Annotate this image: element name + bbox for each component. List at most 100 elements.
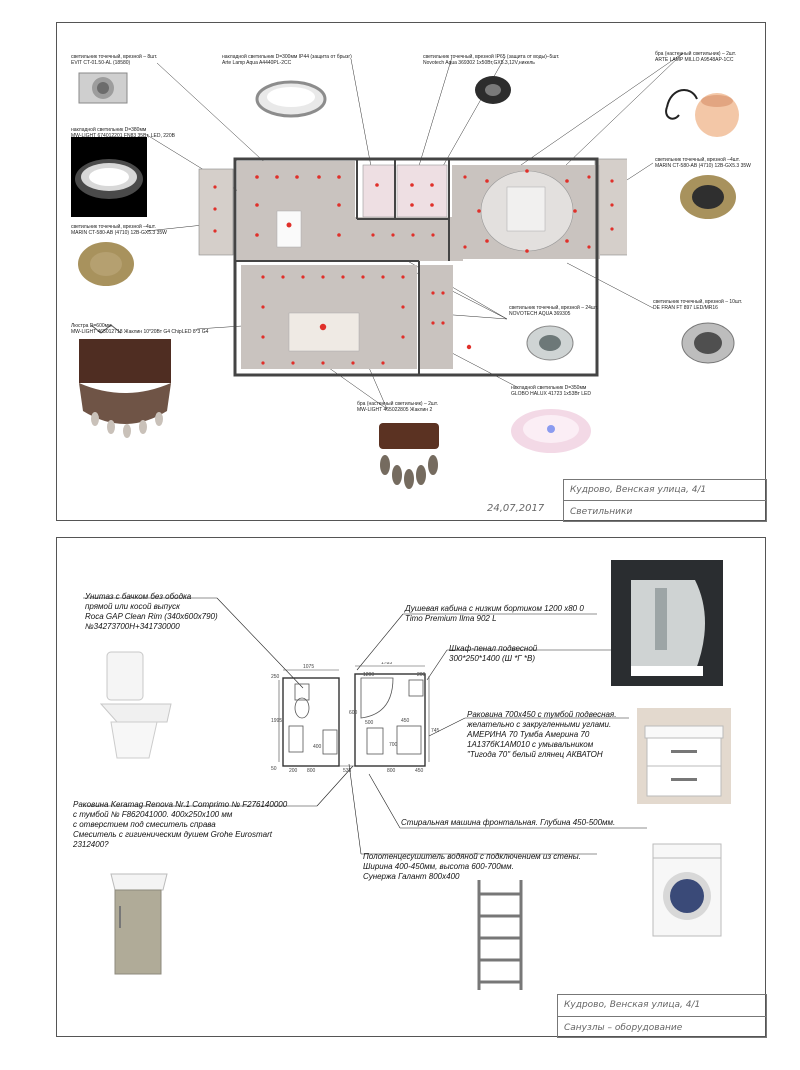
- dim-text: 450: [415, 768, 424, 772]
- caption-line: Novotech Aqua 369302 1х50Вт,GX5.3,12V,ни…: [423, 60, 535, 66]
- caption-line: светильник точечный, врезной – 8шт.: [71, 54, 158, 60]
- marin-spot-left-photo: [78, 242, 134, 286]
- globo-halux-photo: [511, 409, 591, 453]
- dim-text: 500: [365, 720, 374, 726]
- mw-light-380-photo: [71, 137, 147, 217]
- dim-text: 745: [431, 728, 440, 734]
- note-line: Стиральная машина фронтальная. Глубина 4…: [401, 818, 616, 827]
- caption-line: DE FRAN FT 897 LED/MR16: [653, 305, 718, 311]
- caption-novotech-24: светильник точечный, врезной – 24шт. NOV…: [509, 305, 598, 317]
- dim-text: 1075: [303, 664, 314, 670]
- note-line: Шкаф-пенал подвесной: [449, 644, 538, 653]
- note-line: Полотенцесушитель водяной с подключением…: [363, 852, 581, 861]
- note-vanity-sink: Раковина 700х450 с тумбой подвесная. жел…: [467, 710, 616, 760]
- note-towel-dryer: Полотенцесушитель водяной с подключением…: [363, 852, 581, 882]
- note-line: 2312400?: [73, 840, 109, 849]
- towel-dryer-photo: [477, 880, 523, 990]
- stamp-title: Светильники: [570, 507, 633, 517]
- note-cabinet: Шкаф-пенал подвесной 300*250*1400 (Ш *Г …: [449, 644, 537, 664]
- caption-line: EVIT CT-01.50-AL (18580): [71, 60, 131, 66]
- bathroom-plan: 1075 1785 1200 250 1995 50 600 200 500 4…: [271, 662, 440, 772]
- caption-mw-sconce: бра (настенный светильник) – 2шт. MW-LIG…: [357, 401, 438, 413]
- novotech-aqua-24-photo: [526, 325, 574, 361]
- caption-line: GLOBO HALUX 41723 1х53Вт LED: [511, 391, 591, 397]
- note-line: Душевая кабина с низким бортиком 1200 х8…: [405, 604, 584, 613]
- novotech-ip65-photo: [475, 76, 511, 104]
- note-line: Раковина Keramag Renova Nr.1 Comprimo № …: [73, 800, 288, 809]
- caption-line: MARIN CT-580-AB (4710) 12В-GX5.3 35W: [655, 163, 751, 169]
- chandelier-photo: [79, 324, 171, 438]
- washing-machine-photo: [652, 843, 722, 937]
- leader-lines-2: [83, 597, 647, 855]
- caption-mw-380: накладной светильник D=380мм MW-LIGHT 67…: [71, 127, 175, 139]
- note-line: желательно с закругленными углами.: [467, 720, 612, 729]
- note-line: Смеситель с гигиеническим душем Grohe Eu…: [73, 830, 272, 839]
- light-points: [213, 169, 614, 365]
- caption-marin-left: светильник точечный, врезной –4шт. MARIN…: [71, 224, 167, 236]
- stamp-address: Кудрово, Венская улица, 4/1: [558, 995, 766, 1017]
- floor-plan: [198, 157, 627, 377]
- note-line: Timo Premium Ilma 902 L: [405, 614, 497, 623]
- caption-novotech-ip65: светильник точечный, врезной IP65 (защит…: [423, 54, 559, 66]
- dim-text: 1995: [271, 718, 282, 724]
- caption-line: MW-LIGHT 674012201 FN83 35Вт, LED, 220В: [71, 133, 175, 139]
- arte-aqua-ceiling-photo: [255, 80, 327, 118]
- dim-text: 700: [389, 742, 398, 748]
- caption-line: светильник точечный, врезной –4шт.: [655, 157, 740, 163]
- dim-text: 535: [343, 768, 352, 772]
- mw-light-sconce-photo: [379, 423, 439, 489]
- stamp-address: Кудрово, Венская улица, 4/1: [564, 480, 766, 501]
- marin-spot-right-photo: [680, 175, 736, 219]
- caption-line: MARIN CT-580-AB (4710) 12В-GX5.3 35W: [71, 230, 167, 236]
- note-line: прямой или косой выпуск: [85, 602, 180, 611]
- caption-line: NOVOTECH AQUA 369305: [509, 311, 571, 317]
- caption-line: MW-LIGHT 465022805 Жаклин 2: [357, 407, 433, 413]
- note-line: 300*250*1400 (Ш *Г *В): [449, 654, 535, 663]
- note-toilet: Унитаз с бачком без ободка прямой или ко…: [85, 592, 218, 632]
- dim-text: 450: [401, 718, 410, 724]
- caption-line: MW-LIGHT 465012718 Жаклин 10*20Вт G4 Chi…: [71, 329, 209, 335]
- dim-text: 1785: [381, 662, 392, 666]
- note-line: Сунержа Галант 800х400: [363, 872, 460, 881]
- title-block: Кудрово, Венская улица, 4/1 Светильники: [563, 479, 767, 522]
- note-line: "Тигода 70" белый глянец АКВАТОН: [467, 750, 603, 759]
- note-line: Унитаз с бачком без ободка: [85, 592, 192, 601]
- dim-text: 200: [289, 768, 298, 772]
- title-block-2: Кудрово, Венская улица, 4/1 Санузлы – об…: [557, 994, 767, 1038]
- caption-line: бра (настенный светильник) – 2шт.: [357, 401, 439, 407]
- caption-arte-sconce: бра (настенный светильник) – 2шт. ARTE L…: [655, 51, 736, 63]
- bathroom-sheet: 1075 1785 1200 250 1995 50 600 200 500 4…: [56, 537, 767, 1038]
- arte-millo-sconce-photo: [665, 89, 739, 137]
- caption-defran: светильник точечный, врезной – 10шт. DE …: [653, 299, 742, 311]
- note-line: 1А137бK1AM010 с умывальником: [467, 740, 594, 749]
- caption-marin-right: светильник точечный, врезной –4шт. MARIN…: [655, 157, 751, 169]
- caption-line: накладной светильник D=380мм: [71, 127, 147, 133]
- dim-text: 50: [271, 766, 277, 772]
- note-line: с тумбой № F862041000. 400х250х100 мм: [73, 810, 233, 819]
- caption-line: Люстра D=600мм: [71, 323, 112, 329]
- note-line: №34273700Н+341730000: [85, 622, 180, 631]
- note-line: Roca GAP Clean Rim (340х600х790): [85, 612, 218, 621]
- note-line: Раковина 700х450 с тумбой подвесная.: [467, 710, 617, 719]
- caption-arte-ceiling: накладной светильник D=300мм IP44 (защит…: [222, 54, 352, 66]
- caption-line: накладной светильник D=350мм: [511, 385, 587, 391]
- caption-line: светильник точечный, врезной – 24шт.: [509, 305, 599, 311]
- caption-line: Arte Lamp Aqua A4440PL-2CC: [222, 60, 292, 66]
- caption-line: светильник точечный, врезной IP65 (защит…: [423, 54, 560, 60]
- dim-text: 250: [271, 674, 280, 680]
- dim-text: 1200: [363, 672, 374, 678]
- sheet-date: 24,07,2017: [487, 503, 545, 514]
- caption-globo: накладной светильник D=350мм GLOBO HALUX…: [511, 385, 591, 397]
- note-washer: Стиральная машина фронтальная. Глубина 4…: [401, 818, 615, 828]
- dim-text: 800: [387, 768, 396, 772]
- small-sink-photo: [110, 873, 168, 975]
- note-line: АМЕРИНА 70 Тумба Америна 70: [467, 730, 590, 739]
- dim-text: 400: [313, 744, 322, 750]
- caption-line: бра (настенный светильник) – 2шт.: [655, 51, 737, 57]
- note-line: Ширина 400-450мм, высота 600-700мм.: [363, 862, 514, 871]
- note-shower: Душевая кабина с низким бортиком 1200 х8…: [405, 604, 584, 624]
- vanity-sink-photo: [637, 708, 731, 804]
- lighting-sheet: светильник точечный, врезной – 8шт. EVIT…: [56, 22, 767, 522]
- caption-line: накладной светильник D=300мм IP44 (защит…: [222, 54, 352, 60]
- caption-line: светильник точечный, врезной – 10шт.: [653, 299, 743, 305]
